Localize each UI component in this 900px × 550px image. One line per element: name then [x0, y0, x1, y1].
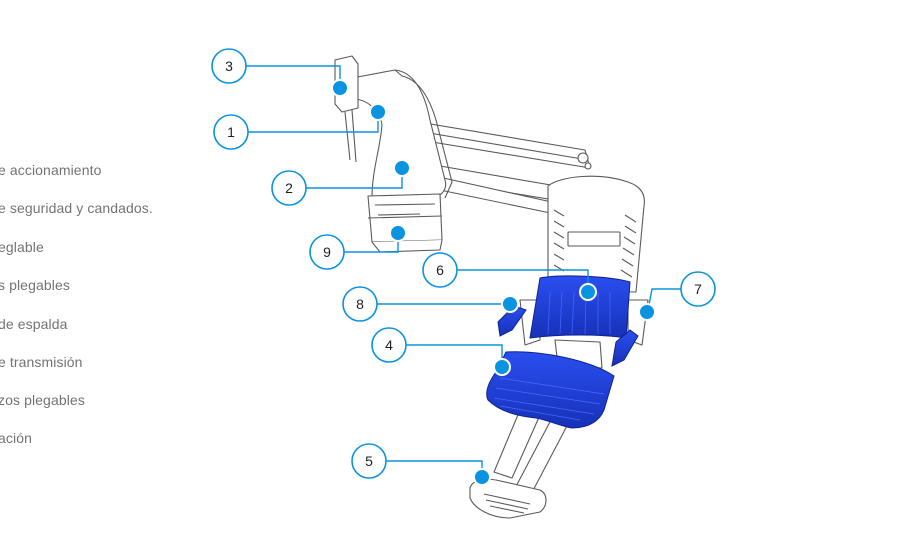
legend-item: s plegables — [0, 277, 70, 293]
legend-item: ación — [0, 430, 32, 446]
callout-3[interactable]: 3 — [211, 48, 247, 84]
right-armrest — [611, 329, 639, 367]
callout-2[interactable]: 2 — [271, 170, 307, 206]
callout-9[interactable]: 9 — [309, 234, 345, 270]
callout-label: 5 — [365, 453, 373, 469]
callout-label: 9 — [323, 244, 331, 260]
callout-4[interactable]: 4 — [371, 327, 407, 363]
callout-dot-5 — [473, 468, 491, 486]
lift-structure — [334, 55, 649, 519]
callout-dot-1 — [369, 103, 387, 121]
callout-7[interactable]: 7 — [680, 271, 716, 307]
callout-label: 4 — [385, 337, 393, 353]
callout-dot-4 — [493, 358, 511, 376]
mast-column — [351, 69, 447, 199]
legend-item: e transmisión — [0, 354, 83, 370]
callout-label: 2 — [285, 180, 293, 196]
callout-label: 1 — [227, 124, 235, 140]
callout-dots — [331, 79, 656, 486]
callout-dot-6 — [579, 283, 597, 301]
seat-parts — [486, 275, 639, 429]
callout-dot-8 — [501, 295, 519, 313]
callout-label: 6 — [436, 262, 444, 278]
legend-item: e accionamiento — [0, 162, 102, 178]
callout-5[interactable]: 5 — [351, 443, 387, 479]
callout-dot-7 — [638, 303, 656, 321]
callout-1[interactable]: 1 — [213, 114, 249, 150]
callout-dot-9 — [389, 224, 407, 242]
callout-dot-2 — [393, 159, 411, 177]
callout-8[interactable]: 8 — [342, 286, 378, 322]
callout-6[interactable]: 6 — [422, 252, 458, 288]
callout-label: 8 — [356, 296, 364, 312]
legend-item: e seguridad y candados. — [0, 200, 153, 216]
legend-item: zos plegables — [0, 392, 85, 408]
parts-legend: e accionamiento e seguridad y candados. … — [0, 0, 198, 550]
backrest-cushion — [529, 275, 631, 339]
legend-item: eglable — [0, 239, 44, 255]
callout-label: 7 — [694, 281, 702, 297]
callout-dot-3 — [331, 79, 349, 97]
legend-item: de espalda — [0, 316, 68, 332]
callout-label: 3 — [225, 58, 233, 74]
callout-badges: 3 1 2 9 6 7 8 4 — [211, 48, 716, 479]
